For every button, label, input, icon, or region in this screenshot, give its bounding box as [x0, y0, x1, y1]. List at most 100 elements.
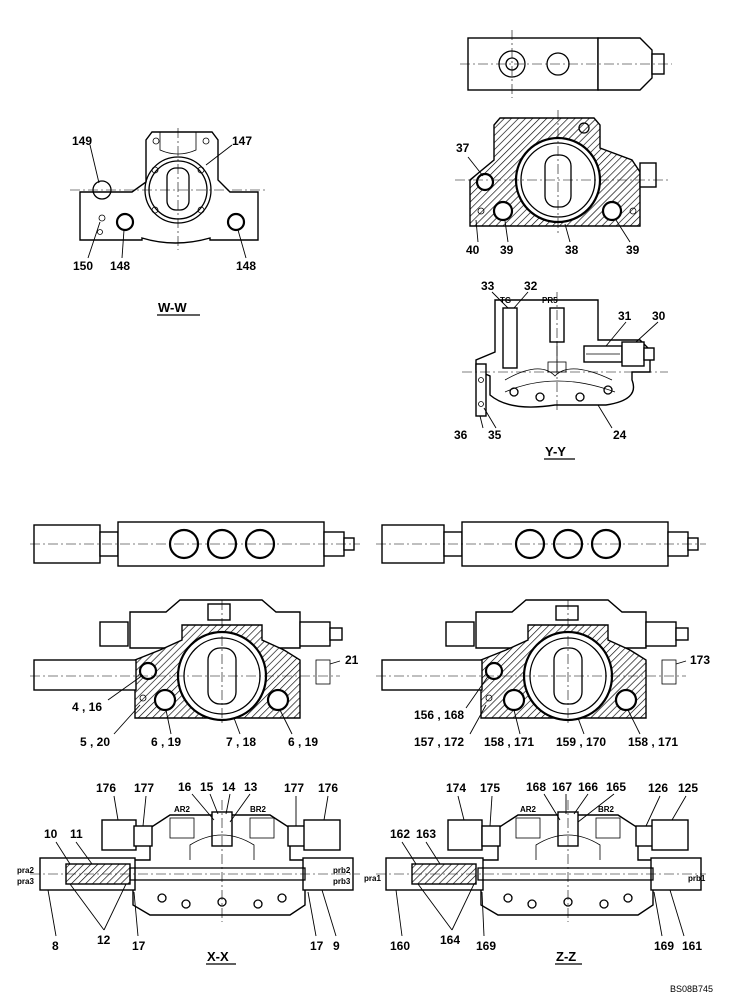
xx-small-hole-1 — [139, 694, 147, 702]
zz-label-169-left: 169 — [476, 939, 496, 953]
yy-label-39-left: 39 — [500, 243, 514, 257]
zz-leader-169a — [481, 891, 485, 937]
yy-bolt-3 — [575, 392, 585, 402]
yy-label-38: 38 — [565, 243, 579, 257]
yy-pin-hole-2 — [478, 401, 484, 407]
xx-label-12: 12 — [97, 933, 111, 947]
xx-label-11: 11 — [70, 827, 83, 841]
zz-label-prb1: prb1 — [688, 874, 706, 883]
yy-side-plug — [639, 162, 657, 188]
xx-label-17-right: 17 — [310, 939, 324, 953]
yy-bolt-2 — [535, 392, 545, 402]
zz-lower-bolt-4 — [599, 899, 609, 909]
xx-label-177-left: 177 — [134, 781, 154, 795]
xx-lower-bolt-4 — [253, 899, 263, 909]
yy-label-33: 33 — [481, 279, 495, 293]
xx-spool-cap-left — [33, 659, 137, 691]
xx-leader-17a — [133, 891, 139, 937]
zz-leader-174 — [457, 795, 465, 821]
zz-spool-cap-left — [381, 659, 483, 691]
zz-lower-bolt-5 — [623, 893, 633, 903]
ww-leader-148b — [237, 229, 247, 259]
xx-nut-right-cap — [329, 627, 343, 641]
zz-leader-157-172 — [469, 704, 487, 735]
zz-leader-159-170 — [577, 717, 585, 735]
xx-section-title: X-X — [207, 949, 229, 964]
xx-label-21: 21 — [345, 653, 359, 667]
yy-relief-30 — [621, 341, 645, 367]
yy-port-39-left — [492, 200, 514, 222]
xx-leader-6-19b — [279, 709, 293, 735]
yy-label-tg: TG — [500, 296, 511, 305]
zz-leader-166 — [573, 793, 589, 815]
yy-port-39-right — [601, 200, 623, 222]
zz-leader-164b — [451, 883, 475, 931]
zz-port-156-168 — [484, 661, 504, 681]
ww-bolt-hole-2 — [197, 166, 205, 174]
zz-label-156-168: 156 , 168 — [414, 708, 464, 722]
xx-label-pra3: pra3 — [17, 877, 34, 886]
zz-leader-164a — [417, 883, 453, 931]
yy-pin-36 — [475, 363, 487, 417]
xx-lower-valve-177a — [133, 825, 153, 847]
view-yy: 37 40 39 38 39 TG PR5 33 32 — [454, 30, 672, 460]
xx-label-pra2: pra2 — [17, 866, 34, 875]
xx-nut-right — [299, 621, 331, 647]
zz-label-164: 164 — [440, 933, 460, 947]
ww-small-hole — [97, 229, 103, 235]
yy-small-hole-1 — [477, 207, 485, 215]
zz-lower-bolt-1 — [503, 893, 513, 903]
zz-label-167: 167 — [552, 780, 572, 794]
ww-label-148-left: 148 — [110, 259, 130, 273]
zz-leader-158-171b — [627, 709, 641, 735]
ww-top-hole-2 — [202, 137, 210, 145]
xx-nut-left — [99, 621, 129, 647]
yy-plunger-tg — [502, 307, 518, 369]
zz-port-173 — [661, 659, 677, 685]
xx-lower-valve-176b — [303, 819, 341, 851]
zz-lower-passage — [535, 834, 601, 860]
zz-label-158-171-left: 158 , 171 — [484, 735, 534, 749]
ww-leader-150 — [87, 221, 101, 259]
xx-leader-177a — [142, 795, 147, 827]
ww-top-hole-1 — [152, 137, 160, 145]
zz-label-166: 166 — [578, 780, 598, 794]
xx-label-8: 8 — [52, 939, 59, 953]
zz-leader-168 — [543, 793, 561, 821]
xx-leader-10 — [55, 841, 71, 865]
zz-label-169-right: 169 — [654, 939, 674, 953]
view-zz: 173 156 , 168 157 , 172 158 , 171 159 , … — [364, 521, 710, 965]
zz-label-158-171-right: 158 , 171 — [628, 735, 678, 749]
zz-leader-161 — [669, 889, 685, 937]
xx-label-15: 15 — [200, 780, 214, 794]
zz-label-157-172: 157 , 172 — [414, 735, 464, 749]
xx-leader-176b — [323, 795, 329, 821]
xx-lower-bolt-1 — [157, 893, 167, 903]
xx-label-14: 14 — [222, 780, 236, 794]
zz-leader-163 — [425, 841, 441, 865]
yy-label-35: 35 — [488, 428, 502, 442]
zz-leader-173 — [675, 660, 687, 665]
view-ww: 149 147 150 148 148 W-W — [70, 128, 268, 316]
ww-label-147: 147 — [232, 134, 252, 148]
ww-section-title: W-W — [158, 300, 187, 315]
zz-nut-right — [645, 621, 677, 647]
zz-leader-165 — [577, 793, 615, 823]
yy-label-39-right: 39 — [626, 243, 640, 257]
yy-leader-39b — [615, 219, 631, 243]
zz-label-pra1: pra1 — [364, 874, 381, 883]
xx-leader-15 — [209, 793, 219, 815]
ww-leader-148a — [121, 229, 125, 259]
xx-lower-valve-177b — [287, 825, 307, 847]
xx-port-6-19-right — [266, 688, 290, 712]
xx-label-br2: BR2 — [250, 805, 267, 814]
yy-leader-39a — [504, 220, 509, 243]
xx-label-4-16: 4 , 16 — [72, 700, 102, 714]
zz-lower-valve-174 — [447, 819, 483, 851]
zz-label-125: 125 — [678, 781, 698, 795]
ww-port-148-right — [226, 212, 246, 232]
zz-small-hole-1 — [485, 694, 493, 702]
zz-label-161: 161 — [682, 939, 702, 953]
xx-label-177-right: 177 — [284, 781, 304, 795]
